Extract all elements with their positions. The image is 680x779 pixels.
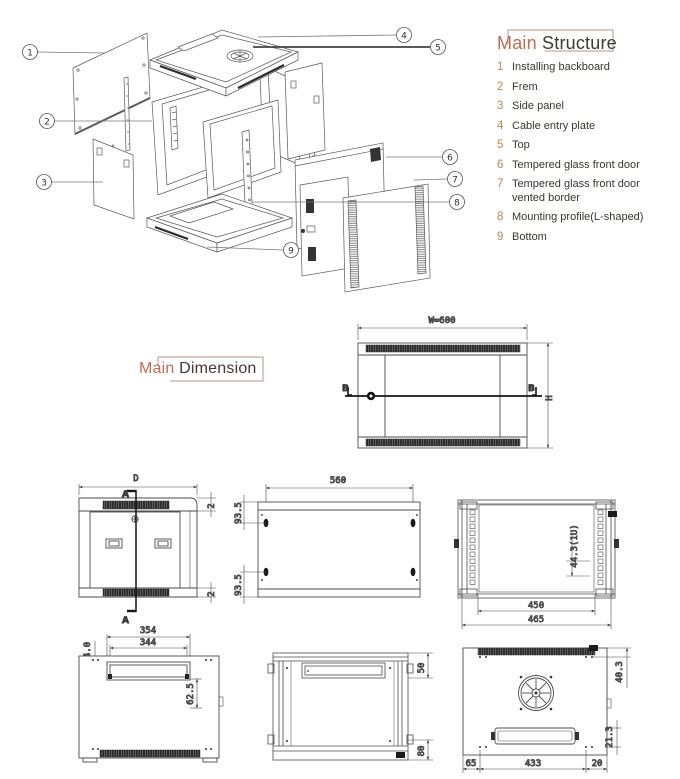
part-label: Cable entry plate [512,119,596,132]
back-view: 560 93.5 93.5 [234,476,421,604]
part-side-panel [92,138,135,220]
list-item: 6 Tempered glass front door [497,159,665,173]
part-label: Tempered glass front door [512,158,640,171]
side-view: D A A 2 2 [78,474,217,626]
part-label: Mounting profile(L-shaped) [512,211,644,223]
list-item: 9 Bottom [497,231,665,245]
back-offset-bottom-dim: 93.5 [234,574,244,596]
exploded-view: 1 2 3 4 5 6 7 8 9 [22,27,465,293]
part-frame [151,67,301,199]
slot-depth-dim: 62.5 [186,683,196,705]
part-label: Tempered glass front door vented border [512,178,640,204]
unit-pitch-dim: 44.3(1U) [570,524,580,567]
part-number: 1 [497,61,504,73]
side-depth-dim: D [133,474,138,484]
edge-left-dim: 65 [466,759,477,769]
callout-1: 1 [27,49,33,59]
callouts: 1 2 3 4 5 6 7 8 9 [22,27,465,258]
list-item: 1 Installing backboard [497,61,665,75]
main-dimension-title: Main Dimension [139,360,257,378]
part-number: 4 [497,119,504,132]
edge-offset-dim: 4.0 [83,642,93,658]
part-number: 9 [497,230,504,243]
side-lip-bottom-dim: 2 [207,591,217,596]
section-a-top-dim: 50 [417,663,427,674]
part-backboard [72,32,151,135]
callout-6: 6 [447,154,453,164]
part-label: Installing backboard [512,61,610,73]
side-section-top: A [122,490,129,500]
front-section-left: B [342,384,349,394]
structure-title-rest: Structure [542,33,617,53]
hole-span-dim: 433 [525,759,541,769]
callout-4: 4 [401,32,407,42]
section-b-view: 44.3(1U) 450 465 [454,499,619,629]
part-number: 3 [497,100,504,112]
rail-inner-dim: 450 [528,601,544,611]
list-item: 2 Frem [497,81,665,95]
part-number: 2 [497,80,504,93]
part-label: Top [512,139,530,151]
front-section-right: B [528,384,535,394]
front-width-dim: W=600 [428,316,455,326]
front-height-dim: H [545,395,555,400]
list-item: 4 Cable entry plate [497,120,665,134]
corner-offset-dim: 40.3 [615,661,625,683]
callout-8: 8 [454,199,460,209]
back-span-dim: 560 [330,476,346,486]
callout-9: 9 [288,247,294,257]
slot-offset-dim: 21.3 [605,726,615,748]
part-label: Side panel [512,100,564,112]
list-item: 8 Mounting profile(L-shaped) [497,211,665,225]
section-a-bottom-dim: 80 [417,746,427,757]
callout-7: 7 [452,176,458,186]
part-bottom-tray [145,193,294,253]
back-offset-top-dim: 93.5 [234,502,244,524]
part-label: Frem [512,80,538,93]
list-item: 7 Tempered glass front door vented border [497,178,665,205]
part-number: 7 [497,178,504,190]
callout-3: 3 [41,179,47,189]
front-view: W=600 B B H [342,316,555,449]
part-top-cover [149,29,299,97]
part-label: Bottom [512,230,547,243]
section-a-view: 50 80 [267,652,433,761]
edge-right-dim: 20 [592,759,603,769]
rail-outer-dim: 465 [528,615,544,625]
bottom-view: 40.3 21.3 65 433 20 [462,645,631,773]
fan-cutout [518,675,554,711]
callout-5: 5 [435,44,441,54]
part-number: 8 [497,211,504,223]
dimension-title-accent: Main [139,360,175,377]
side-lip-top-dim: 2 [207,503,217,508]
part-number: 6 [497,158,504,171]
structure-title-accent: Main [497,33,537,53]
slot-outer-dim: 354 [140,626,156,636]
list-item: 3 Side panel [497,100,665,114]
title-brackets [157,29,614,382]
slot-inner-dim: 344 [140,638,156,648]
callout-2: 2 [44,118,50,128]
part-number: 5 [497,139,504,151]
part-rear-side-panel [284,62,326,160]
dimension-title-rest: Dimension [179,360,257,377]
part-vented-door [299,176,431,293]
main-structure-title: Main Structure [497,33,617,54]
top-view: 354 344 4.0 62.5 [78,626,224,763]
side-section-bottom: A [122,616,129,626]
list-item: 5 Top [497,139,665,153]
